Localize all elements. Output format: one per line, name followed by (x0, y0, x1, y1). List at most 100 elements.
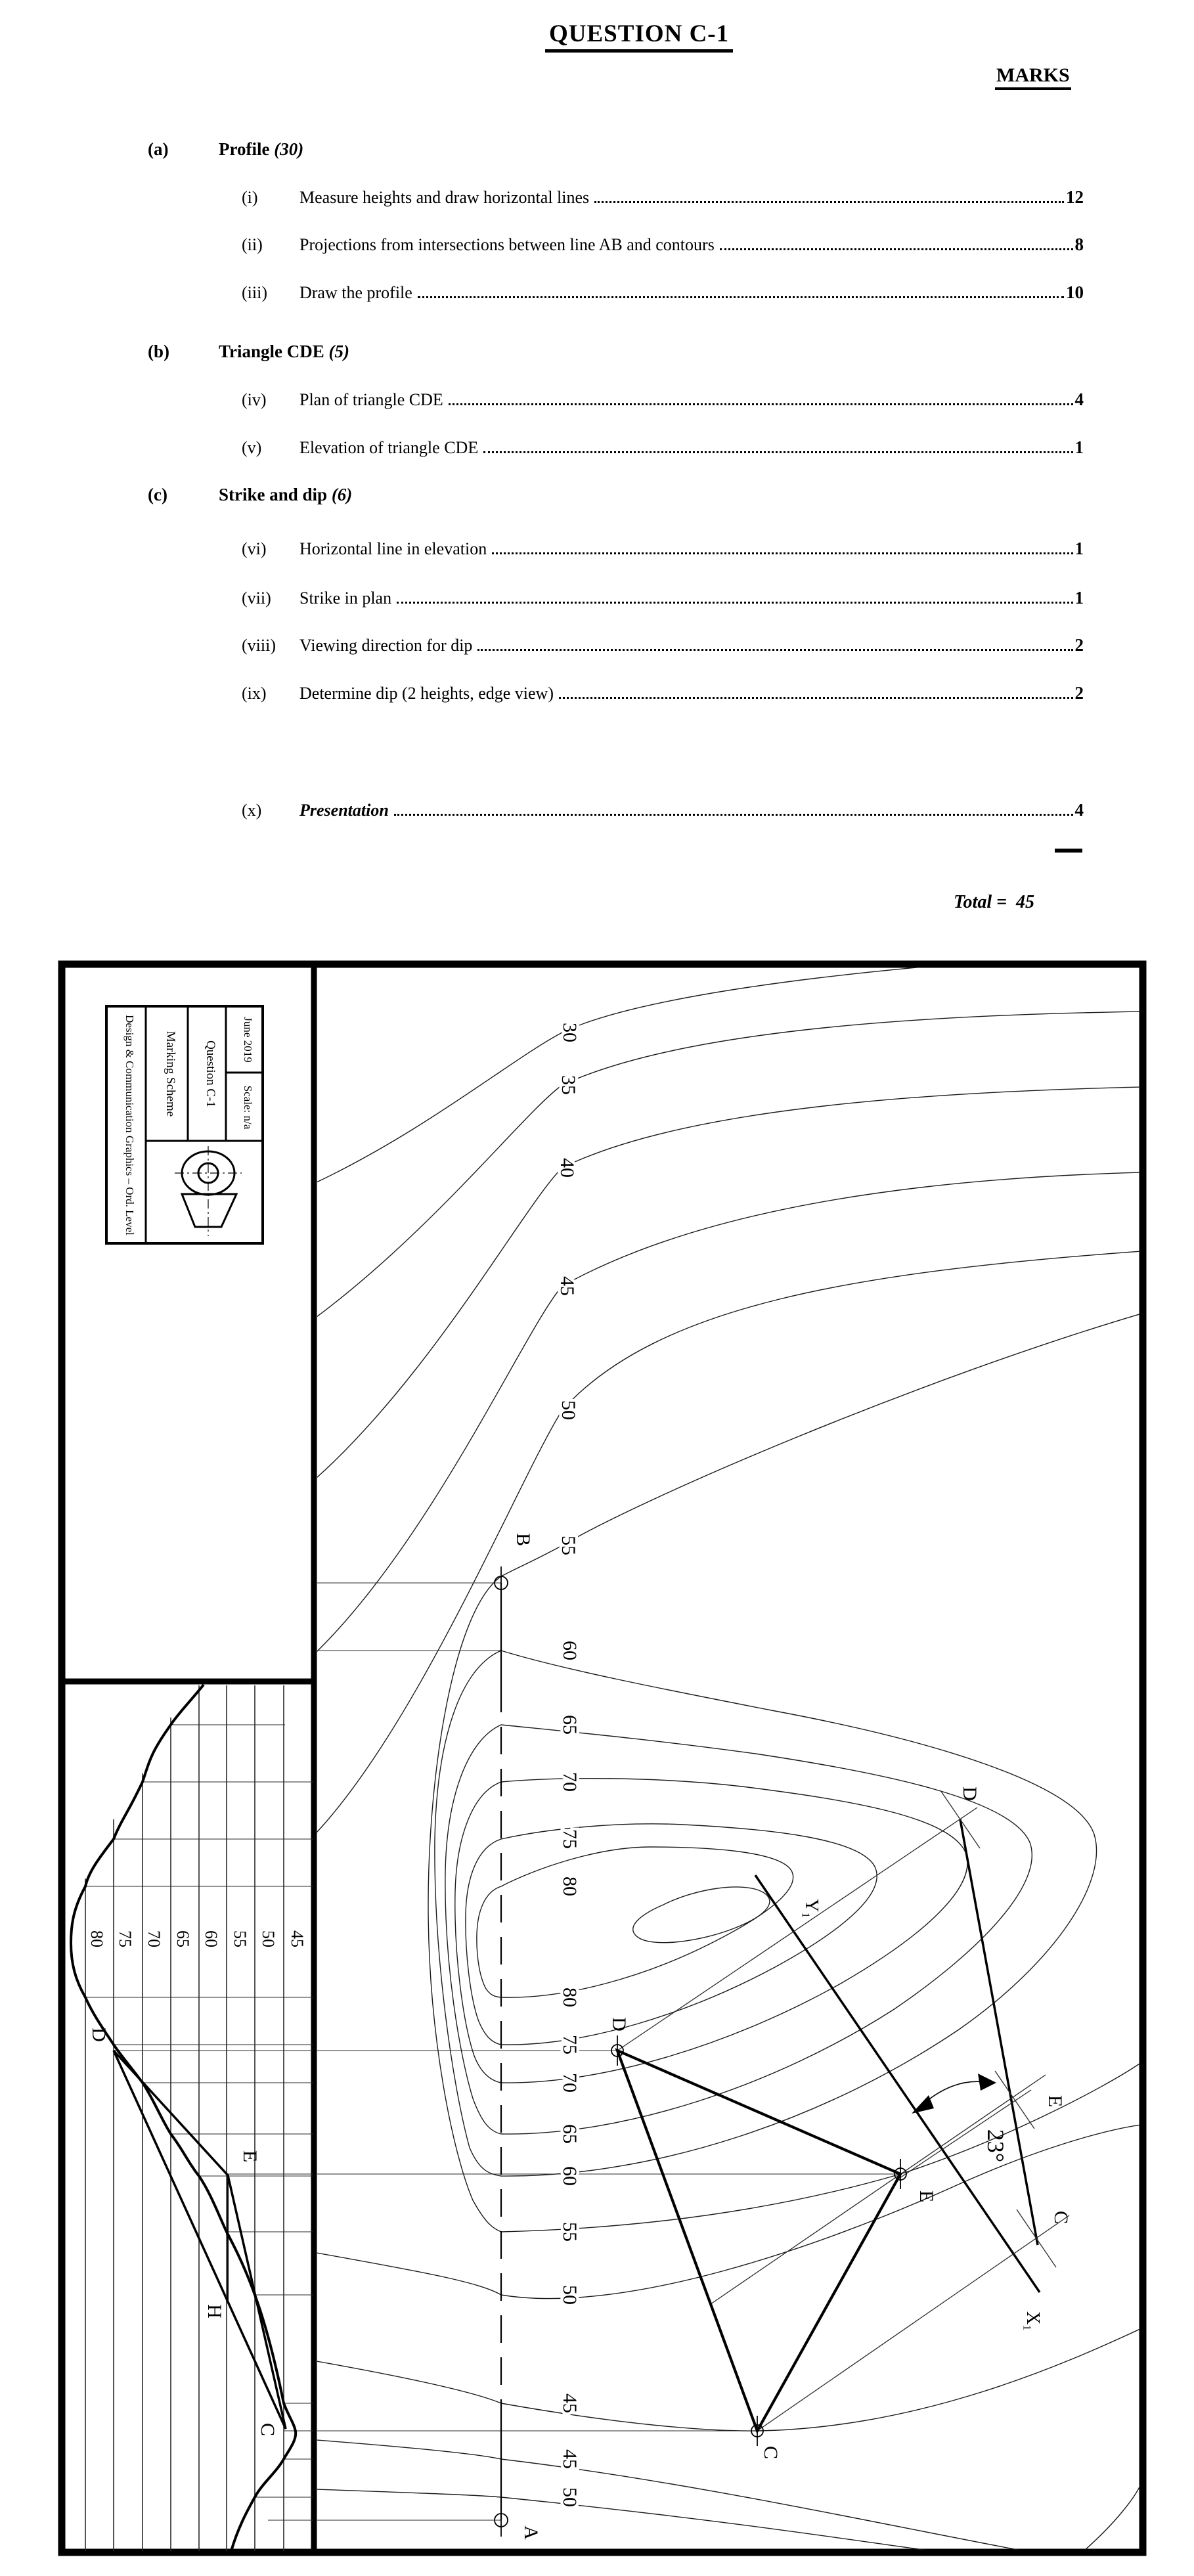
contour-label: 70 (559, 2073, 581, 2093)
dotted-leader (393, 813, 1073, 816)
contour-label: 65 (559, 1715, 581, 1735)
contour-label: 30 (559, 1023, 581, 1042)
contour-label: 80 (559, 1876, 581, 1896)
profile-view: 80 75 70 65 60 55 50 45 D E H C (69, 1683, 313, 2552)
contour-label: 35 (558, 1075, 579, 1095)
marker-D (611, 2035, 624, 2066)
marker-C (751, 2416, 764, 2446)
label-dip-angle: 23° (983, 2129, 1009, 2162)
sum-underline (1055, 849, 1082, 853)
contour-label: 45 (559, 2449, 581, 2469)
scale-label: 65 (173, 1930, 192, 1947)
contour-label: 70 (559, 1772, 581, 1792)
profile-scale-labels: 80 75 70 65 60 55 50 45 (85, 1928, 310, 1951)
label-H-elev: H (204, 2304, 225, 2319)
mark-item: (i)Measure heights and draw horizontal l… (242, 187, 1084, 207)
contour-label: 55 (559, 2222, 581, 2242)
label-C-aux: C (1050, 2211, 1072, 2224)
projection-lines (317, 1582, 900, 2521)
page-title: QUESTION C-1 (545, 20, 734, 53)
contour-label: 40 (556, 1158, 578, 1178)
marker-A (494, 2504, 508, 2537)
section-letter: (c) (148, 485, 167, 504)
mark-item: (ii)Projections from intersections betwe… (242, 234, 1084, 254)
title-block: Design & Communication Graphics – Ord. L… (105, 1005, 264, 1245)
contour-label: 50 (558, 1400, 579, 1420)
marks-heading: MARKS (995, 64, 1071, 90)
label-X1: X₁ (1023, 2311, 1043, 2331)
titleblock-scale: Scale: n/a (242, 1086, 254, 1130)
edge-view-line (959, 1819, 1039, 2246)
contour-label: 75 (559, 1829, 581, 1849)
section-letter: (a) (148, 139, 169, 159)
label-E-elev: E (239, 2150, 261, 2162)
label-C-elev: C (257, 2423, 278, 2436)
x1y1-line (754, 1875, 1041, 2293)
contour-plan: 30 35 40 45 50 55 60 65 70 75 80 80 75 7… (317, 967, 1140, 2550)
dotted-leader (594, 200, 1064, 203)
contour-labels: 30 35 40 45 50 55 60 65 70 75 80 80 75 7… (554, 1020, 584, 2510)
projection-symbol-icon (175, 1146, 242, 1236)
contour-lines (317, 967, 1140, 2550)
contour-label: 80 (559, 1988, 581, 2007)
scale-label: 75 (116, 1930, 135, 1947)
label-D-plan: D (608, 2017, 630, 2032)
dotted-leader (492, 552, 1073, 554)
titleblock-course: Design & Communication Graphics – Ord. L… (123, 1015, 136, 1235)
scale-label: 55 (231, 1930, 250, 1947)
label-Y1: Y₁ (801, 1899, 822, 1919)
profile-projection-lines (85, 1724, 313, 2521)
label-D-elev: D (88, 2028, 110, 2042)
label-E-aux: E (1044, 2095, 1066, 2107)
titleblock-question: Question C-1 (204, 1040, 217, 1107)
label-A: A (520, 2525, 542, 2540)
strike-dip-construction (617, 1790, 1070, 2432)
label-C-plan: C (760, 2446, 782, 2459)
titleblock-doc: Marking Scheme (164, 1031, 177, 1117)
scale-label: 50 (259, 1930, 278, 1947)
contour-label: 75 (559, 2035, 581, 2054)
titleblock-date: June 2019 (242, 1017, 254, 1062)
label-E-plan: E (916, 2190, 937, 2202)
section-title: Strike and dip (6) (219, 485, 353, 504)
total-line: Total = 45 (954, 892, 1035, 912)
dotted-leader (559, 696, 1073, 699)
contour-label: 45 (559, 2393, 581, 2413)
label-B: B (512, 1533, 534, 1546)
contour-label: 60 (559, 1641, 581, 1660)
contour-label: 55 (558, 1536, 579, 1555)
dotted-leader (477, 648, 1073, 651)
profile-curve (69, 1683, 298, 2552)
dotted-leader (417, 296, 1064, 298)
contour-label: 50 (559, 2487, 581, 2507)
triangle-cde-elevation (112, 2049, 287, 2430)
arrowhead-icon (978, 2074, 996, 2091)
contour-label: 45 (556, 1276, 578, 1296)
dotted-leader (397, 601, 1073, 604)
marker-E (894, 2159, 907, 2189)
section-title: Triangle CDE (5) (219, 342, 349, 361)
section-title: Profile (30) (219, 139, 304, 159)
scale-label: 80 (87, 1930, 106, 1947)
label-D-aux: D (959, 1787, 981, 1801)
plan-point-labels: B A D E C D E C Y₁ X₁ 23° (512, 1533, 1072, 2540)
scale-label: 70 (144, 1930, 164, 1947)
contour-label: 65 (559, 2124, 581, 2144)
contour-label: 50 (559, 2285, 581, 2305)
profile-height-lines (85, 1685, 284, 2551)
triangle-cde-plan (615, 2048, 902, 2435)
scale-label: 60 (202, 1930, 221, 1947)
marker-B (494, 1566, 508, 1599)
contour-label: 60 (559, 2166, 581, 2186)
section-letter: (b) (148, 342, 169, 361)
dotted-leader (483, 451, 1073, 453)
dotted-leader (448, 403, 1073, 405)
elevation-point-labels: D E H C (88, 2028, 278, 2436)
scale-label: 45 (288, 1930, 307, 1947)
